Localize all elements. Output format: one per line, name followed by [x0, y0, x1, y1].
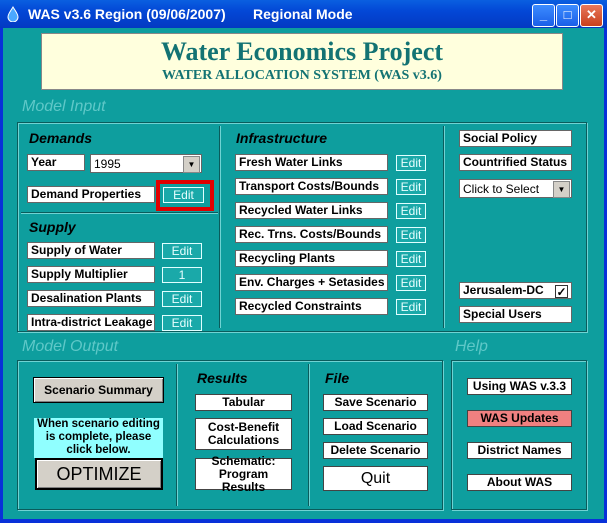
model-input-heading: Model Input	[22, 98, 106, 115]
desalination-plants-label: Desalination Plants	[27, 290, 155, 307]
supply-multiplier-label: Supply Multiplier	[27, 266, 155, 283]
district-select[interactable]: Click to Select ▼	[459, 179, 572, 198]
window-frame-bottom	[0, 519, 607, 523]
supply-of-water-edit-button[interactable]: Edit	[162, 243, 202, 259]
help-panel	[451, 360, 587, 510]
divider	[443, 126, 445, 328]
chevron-down-icon[interactable]: ▼	[553, 181, 570, 198]
intra-district-leakage-label: Intra-district Leakage	[27, 314, 155, 331]
maximize-button[interactable]: □	[556, 4, 579, 27]
delete-scenario-button[interactable]: Delete Scenario	[323, 442, 428, 459]
minimize-button[interactable]: _	[532, 4, 555, 27]
district-select-value: Click to Select	[463, 182, 540, 196]
fresh-water-links-edit-button[interactable]: Edit	[396, 155, 426, 171]
banner-title: Water Economics Project	[160, 37, 444, 66]
close-button[interactable]: ✕	[580, 4, 603, 27]
chevron-down-icon[interactable]: ▼	[183, 156, 200, 173]
load-scenario-button[interactable]: Load Scenario	[323, 418, 428, 435]
highlight-box	[156, 180, 214, 211]
file-header: File	[325, 370, 350, 386]
window-title: WAS v3.6 Region (09/06/2007)	[28, 6, 226, 22]
rec-trns-costs-edit-button[interactable]: Edit	[396, 227, 426, 243]
divider	[219, 126, 221, 328]
recycled-constraints-edit-button[interactable]: Edit	[396, 299, 426, 315]
env-charges-edit-button[interactable]: Edit	[396, 275, 426, 291]
schematic-button[interactable]: Schematic: Program Results	[195, 454, 292, 493]
infrastructure-header: Infrastructure	[236, 130, 328, 146]
cost-benefit-button[interactable]: Cost-Benefit Calculations	[195, 418, 292, 450]
rec-trns-costs-label: Rec. Trns. Costs/Bounds	[235, 226, 388, 243]
intra-district-leakage-edit-button[interactable]: Edit	[162, 315, 202, 331]
window-frame-left	[0, 28, 4, 523]
desalination-plants-edit-button[interactable]: Edit	[162, 291, 202, 307]
app-icon	[7, 6, 19, 22]
about-was-button[interactable]: About WAS	[467, 474, 572, 491]
divider	[308, 364, 310, 506]
year-select[interactable]: 1995 ▼	[90, 154, 202, 173]
demand-properties-label: Demand Properties	[27, 186, 155, 203]
recycled-water-links-edit-button[interactable]: Edit	[396, 203, 426, 219]
title-bar: WAS v3.6 Region (09/06/2007) Regional Mo…	[0, 0, 607, 28]
model-input-panel	[17, 122, 587, 332]
social-policy-button[interactable]: Social Policy	[459, 130, 572, 147]
supply-header: Supply	[29, 219, 76, 235]
recycling-plants-edit-button[interactable]: Edit	[396, 251, 426, 267]
results-header: Results	[197, 370, 248, 386]
banner-subtitle: WATER ALLOCATION SYSTEM (WAS v3.6)	[162, 68, 442, 83]
demand-properties-edit-button[interactable]: Edit	[163, 187, 204, 203]
jerusalem-dc-label: Jerusalem-DC	[459, 282, 572, 299]
env-charges-label: Env. Charges + Setasides	[235, 274, 388, 291]
using-was-button[interactable]: Using WAS v.3.3	[467, 378, 572, 395]
transport-costs-label: Transport Costs/Bounds	[235, 178, 388, 195]
model-output-heading: Model Output	[22, 338, 119, 355]
help-heading: Help	[455, 338, 488, 355]
save-scenario-button[interactable]: Save Scenario	[323, 394, 428, 411]
demands-header: Demands	[29, 130, 93, 146]
scenario-summary-button[interactable]: Scenario Summary	[33, 377, 164, 403]
recycled-constraints-label: Recycled Constraints	[235, 298, 388, 315]
window-frame-right	[603, 28, 607, 523]
recycled-water-links-label: Recycled Water Links	[235, 202, 388, 219]
recycling-plants-label: Recycling Plants	[235, 250, 388, 267]
year-label: Year	[27, 154, 85, 171]
district-names-button[interactable]: District Names	[467, 442, 572, 459]
jerusalem-dc-checkbox[interactable]: ✓	[555, 285, 568, 299]
divider	[21, 212, 218, 214]
tabular-button[interactable]: Tabular	[195, 394, 292, 411]
banner: Water Economics Project WATER ALLOCATION…	[41, 33, 563, 90]
transport-costs-edit-button[interactable]: Edit	[396, 179, 426, 195]
scenario-note: When scenario editing is complete, pleas…	[34, 418, 163, 458]
supply-of-water-label: Supply of Water	[27, 242, 155, 259]
optimize-button[interactable]: OPTIMIZE	[35, 458, 163, 490]
fresh-water-links-label: Fresh Water Links	[235, 154, 388, 171]
supply-multiplier-input[interactable]: 1	[162, 267, 202, 283]
year-value: 1995	[94, 157, 121, 171]
model-output-panel	[17, 360, 443, 510]
mode-label: Regional Mode	[253, 6, 353, 22]
divider	[176, 364, 178, 506]
quit-button[interactable]: Quit	[323, 466, 428, 491]
was-updates-button[interactable]: WAS Updates	[467, 410, 572, 427]
countrified-status-button[interactable]: Countrified Status	[459, 154, 572, 171]
special-users-button[interactable]: Special Users	[459, 306, 572, 323]
